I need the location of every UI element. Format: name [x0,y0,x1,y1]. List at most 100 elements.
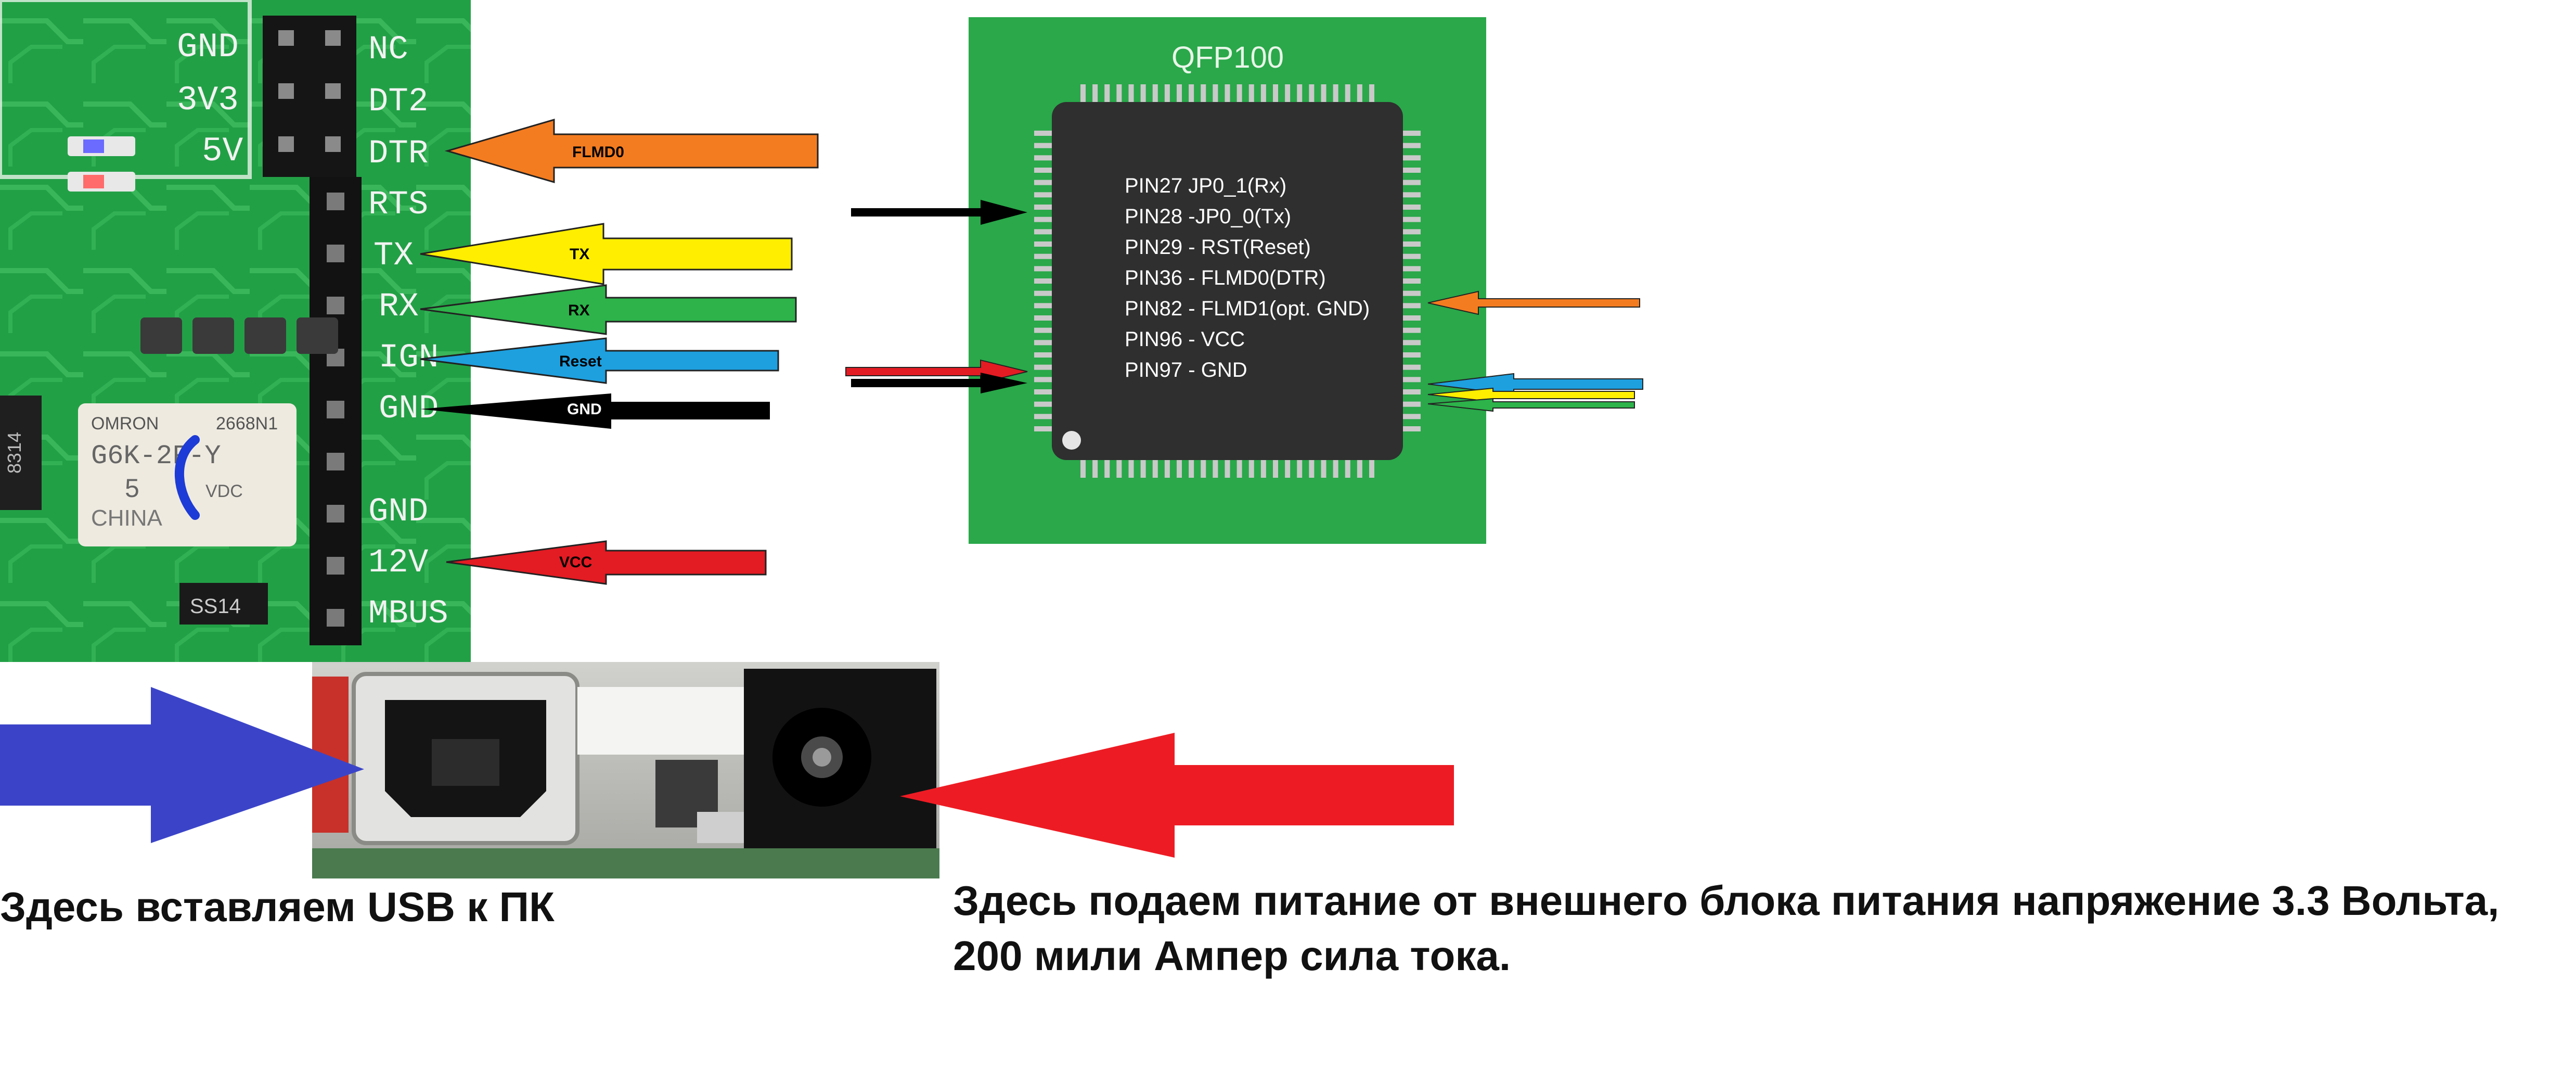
qfp-pad [1201,460,1206,478]
qfp-pad [1092,460,1098,478]
qfp-pad [1034,205,1052,210]
qfp-pad [1034,278,1052,284]
qfp-pad [1128,460,1134,478]
qfp-pad [1403,205,1421,210]
qfp-pad [1403,278,1421,284]
chip-title: QFP100 [1171,41,1284,74]
header-label-3v3: 3V3 [177,81,239,120]
qfp-pad [1237,460,1242,478]
qfp-pad [1225,84,1230,102]
qfp-pad [1403,377,1421,383]
qfp-pad [1285,460,1291,478]
qfp-pad [1034,192,1052,198]
relay-component: OMRON 2668N1 G6K-2F-Y 5 VDC CHINA [78,403,297,546]
qfp-pad [1140,84,1146,102]
chip-pin-82: PIN82 - FLMD1(opt. GND) [1125,297,1370,320]
qfp-pad [1403,303,1421,309]
qfp-pad [1273,460,1278,478]
ic-label: 8314 [4,432,25,474]
qfp-pad [1034,401,1052,407]
qfp-pad [1403,401,1421,407]
qfp-pad [1403,155,1421,161]
qfp-pad [1034,315,1052,321]
qfp-pad [1189,84,1194,102]
qfp-pad [1189,460,1194,478]
relay-text-model: G6K-2F-Y [91,441,221,472]
qfp-pad [1034,303,1052,309]
qfp-pad [1080,84,1086,102]
qfp-pins [1034,84,1421,478]
qfp-pad [1403,414,1421,419]
qfp-pad [1140,460,1146,478]
relay-text-brand: OMRON [91,414,159,434]
qfp-pad [1357,460,1362,478]
qfp-pad [1177,460,1182,478]
qfp-pad [1369,84,1374,102]
qfp-pad [1116,84,1122,102]
qfp-pad [1403,241,1421,247]
qfp-pad [1403,168,1421,173]
chip-pin-96: PIN96 - VCC [1125,328,1245,351]
qfp-pad [1201,84,1206,102]
chip-body [1052,102,1403,460]
qfp-pad [1333,84,1338,102]
qfp-pad [1248,460,1254,478]
qfp-pad [1403,340,1421,346]
qfp-pad [1321,84,1326,102]
pcb-board: GND 3V3 5V NC DT2 [0,0,471,662]
pin-label-dtr: DTR [368,135,428,173]
power-caption: Здесь подаем питание от внешнего блока п… [953,877,2500,979]
pin-label-nc: NC [368,31,408,69]
qfp-pad [1403,327,1421,333]
pin-label-dt2: DT2 [368,83,428,121]
header-label-gnd: GND [177,28,239,67]
arrow-label-tx: TX [570,246,589,263]
resistor-row [140,317,338,354]
qfp-pad [1345,84,1350,102]
connector-strip [310,177,362,645]
ic-component: 8314 [0,396,42,510]
usb-b-port [352,672,579,845]
qfp-pad [1403,143,1421,148]
pin-label-tx: TX [373,237,414,275]
qfp100-board: QFP100 PIN27 JP0_1(Rx) PIN28 -JP0_0(Tx) … [969,17,1486,544]
arrow-rx: RX [420,284,797,335]
diode-component: SS14 [179,583,268,625]
qfp-pad [1213,84,1218,102]
qfp-pad [1260,460,1266,478]
power-arrow [900,733,1454,858]
qfp-pad [1309,84,1315,102]
diode-label: SS14 [190,595,241,618]
qfp-pad [1152,460,1158,478]
chip-pin-arrows [845,200,1643,412]
qfp-pad [1403,290,1421,296]
qfp-pad [1369,460,1374,478]
qfp-pad [1213,460,1218,478]
pin-label-rx: RX [379,288,419,326]
qfp-pad [1403,266,1421,272]
qfp-pad [1333,460,1338,478]
qfp-pad [1034,229,1052,235]
header-label-5v: 5V [202,132,243,171]
arrow-flmd0: FLMD0 [444,118,819,184]
qfp-pad [1403,253,1421,259]
relay-text-origin: CHINA [91,505,163,531]
chip-pin-29: PIN29 - RST(Reset) [1125,236,1311,259]
qfp-pad [1034,253,1052,259]
qfp-pad [1104,84,1110,102]
qfp-pad [1297,460,1303,478]
qfp-pad [1164,84,1170,102]
chip-pin-27: PIN27 JP0_1(Rx) [1125,174,1286,197]
pin-label-12v: 12V [368,544,429,582]
relay-text-voltage: 5 [125,474,139,503]
qfp-pad [1034,266,1052,272]
qfp-pad [1034,216,1052,222]
qfp-pad [1321,460,1326,478]
usb-caption: Здесь вставляем USB к ПК [0,884,555,930]
qfp-pad [1403,315,1421,321]
qfp-pad [1034,364,1052,370]
qfp-pad [1403,216,1421,222]
qfp-pad [1225,460,1230,478]
qfp-pad [1034,143,1052,148]
